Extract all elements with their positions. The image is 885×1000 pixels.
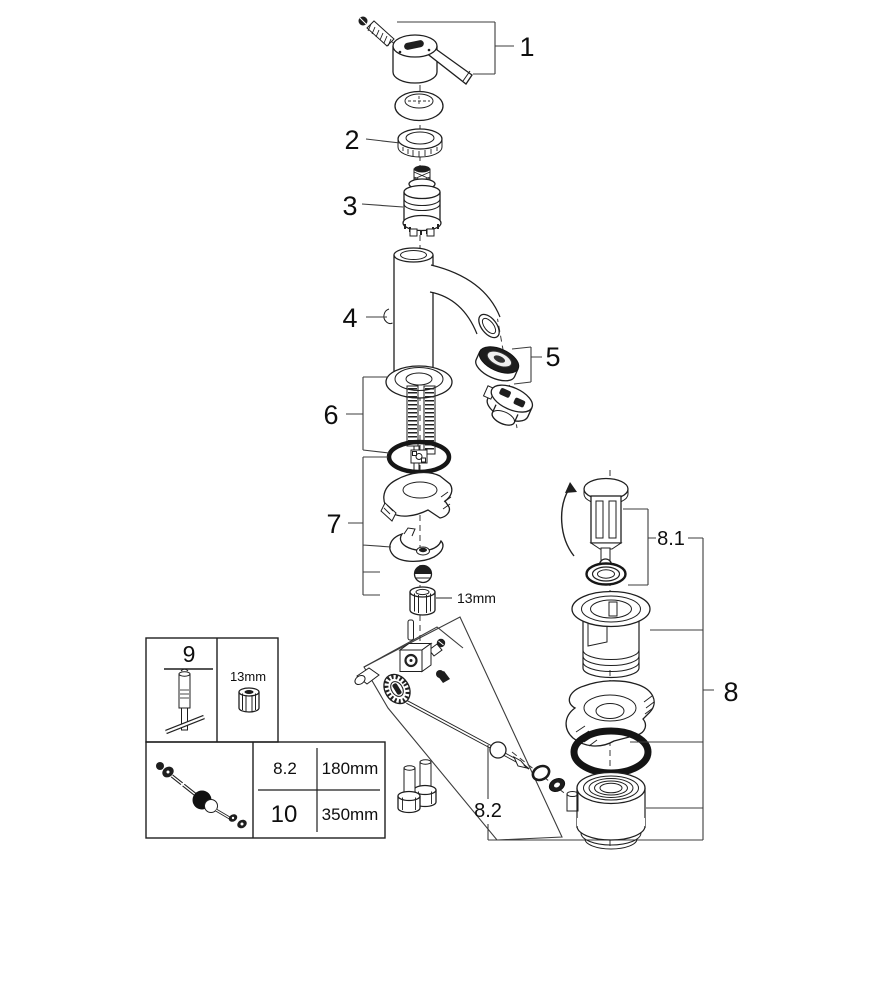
base-gasket [385,365,453,399]
leader-7 [348,456,392,596]
aerator [475,346,520,382]
table-row1-length: 180mm [322,759,379,778]
lever-handle [392,34,473,85]
drain-wedge-gasket [565,680,655,747]
set-screw [358,16,395,47]
callout-5-label: 5 [545,342,560,372]
callout-8-1-label: 8.1 [657,528,685,550]
tool-number-label: 9 [183,641,196,667]
callout-1-label: 1 [519,32,534,62]
leader-5 [511,346,542,385]
drain-flange [571,590,651,679]
linkage-panel-outline [363,616,703,841]
aerator-key [482,384,534,426]
callout-3-label: 3 [342,191,357,221]
leader-6 [346,376,390,454]
knurled-knob [383,673,411,705]
table-row2-ref: 10 [271,801,298,828]
plug-seal [585,562,627,586]
drain-body [566,771,646,850]
tool-nut-size-label: 13mm [230,669,266,684]
rod-seals [531,764,566,792]
table-row1-ref: 8.2 [273,759,297,778]
pop-up-rod [406,700,530,770]
table-row2-length: 350mm [322,805,379,824]
hex-nut-icon [238,687,260,713]
clamp-wedge [380,471,453,522]
pivot-pin [407,619,414,641]
supply-connectors [397,759,437,814]
o-ring [386,439,452,475]
size-table: 8.2 180mm 10 350mm [258,748,380,832]
faucet-body [383,247,501,391]
hex-nut [409,586,436,616]
rotation-arrow [560,482,577,557]
leader-3 [361,203,404,208]
dome-nut [413,564,433,584]
leader-8-1 [623,508,703,586]
rod-kit-diagram [156,762,247,829]
callout-8-2-label: 8.2 [474,800,502,822]
escutcheon-cap [394,90,444,122]
callout-2-label: 2 [344,125,359,155]
body-clip [383,308,393,324]
pop-up-plug [583,477,629,572]
leader-2 [365,138,401,144]
callout-8-label: 8 [723,677,738,707]
tool-box: 9 13mm [145,637,279,743]
socket-wrench-tool [165,668,205,735]
callout-4-label: 4 [342,303,357,333]
cartridge [402,165,442,237]
rod-kit-box: 8.2 180mm 10 350mm [145,741,386,839]
leader-1 [397,21,514,75]
supply-connector-left [397,765,421,814]
clamp-crescent [389,527,444,563]
callout-7-label: 7 [326,509,341,539]
mounting-ring [397,128,443,158]
leader-8 [630,538,714,840]
hex-nut-size-label: 13mm [457,590,496,606]
linkage-cube [354,638,450,686]
callout-6-label: 6 [323,400,338,430]
